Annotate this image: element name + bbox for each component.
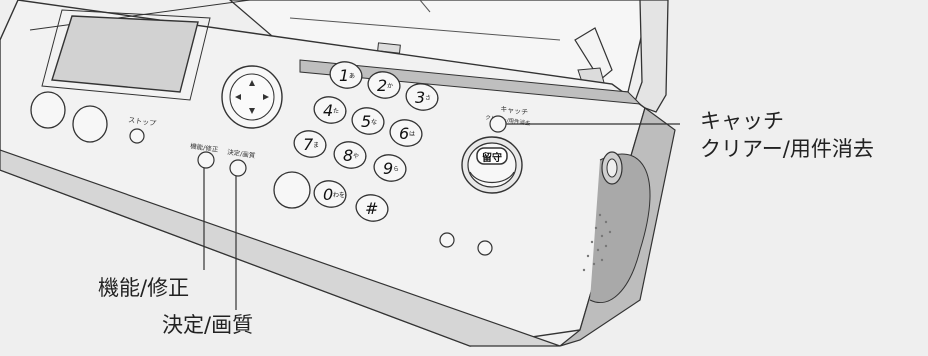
key-kana-label: か xyxy=(387,83,393,90)
catch-callout-label-1: キャッチ xyxy=(700,108,784,134)
function-button[interactable] xyxy=(198,152,214,168)
key-kana-label: さ xyxy=(425,95,431,102)
key-kana-label: ま xyxy=(313,142,319,149)
key-digit-label: 3 xyxy=(415,88,425,107)
key-digit-label: # xyxy=(365,199,378,218)
stop-button[interactable] xyxy=(130,129,144,143)
left-button-1[interactable] xyxy=(31,92,65,128)
catch-clear-button[interactable] xyxy=(490,116,506,132)
large-round-button[interactable] xyxy=(274,172,310,208)
left-button-2[interactable] xyxy=(73,106,107,142)
key-digit-label: 4 xyxy=(323,101,333,120)
key-kana-label: あ xyxy=(349,73,355,80)
key-kana-label: や xyxy=(353,152,359,160)
key-digit-label: 9 xyxy=(383,159,393,178)
answer-label: 留守 xyxy=(482,151,502,164)
key-digit-label: 6 xyxy=(399,124,409,143)
key-kana-label: な xyxy=(371,119,377,126)
key-digit-label: 2 xyxy=(377,76,387,95)
key-digit-label: 5 xyxy=(361,112,371,131)
key-kana-label: は xyxy=(409,131,415,138)
key-digit-label: 8 xyxy=(343,146,353,165)
key-kana-label: た xyxy=(333,108,339,115)
function-callout-label: 機能/修正 xyxy=(98,275,189,301)
key-kana-label: ら xyxy=(393,166,399,173)
enter-button[interactable] xyxy=(230,160,246,176)
small-button-1[interactable] xyxy=(440,233,454,247)
key-kana-label: わを xyxy=(333,192,345,199)
catch-callout-label-2: クリアー/用件消去 xyxy=(700,136,874,162)
small-button-2[interactable] xyxy=(478,241,492,255)
lcd-display xyxy=(52,16,198,92)
key-digit-label: 0 xyxy=(323,185,333,204)
enter-callout-label: 決定/画質 xyxy=(162,312,253,338)
key-digit-label: 1 xyxy=(339,66,349,85)
